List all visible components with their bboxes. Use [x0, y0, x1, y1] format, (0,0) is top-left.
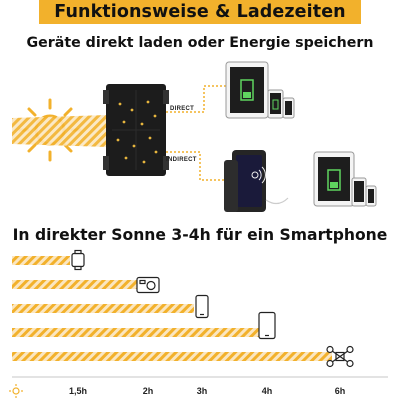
direct-label: DIRECT	[170, 106, 195, 112]
action-camera-icon	[136, 276, 160, 294]
charging-bar-4	[12, 352, 332, 361]
smartphone-icon	[195, 294, 209, 319]
solar-panel-icon	[103, 84, 169, 176]
small-sun-icon	[9, 384, 23, 398]
smartphone-small-icon	[282, 97, 295, 119]
charging-heading: In direkter Sonne 3-4h für ein Smartphon…	[12, 226, 388, 244]
axis-tick-label: 6h	[334, 386, 346, 396]
smartwatch-icon	[71, 249, 85, 271]
smartphone-3-icon	[351, 177, 367, 207]
charging-bar-2	[12, 304, 194, 313]
indirect-label: INDIRECT	[166, 157, 197, 163]
power-bank-icon	[224, 150, 289, 212]
smartphone-icon	[267, 89, 284, 119]
charging-bar-1	[12, 280, 140, 289]
indirect-cable	[166, 151, 226, 181]
axis-tick-label: 2h	[142, 386, 154, 396]
axis-tick-label: 4h	[261, 386, 273, 396]
charging-chart	[12, 249, 354, 368]
axis-tick-label: 1,5h	[68, 386, 88, 396]
page-title: Funktionsweise & Ladezeiten	[54, 2, 346, 22]
subtitle: Geräte direkt laden oder Energie speiche…	[26, 35, 374, 51]
drone-icon	[326, 345, 354, 368]
charging-bar-0	[12, 256, 70, 265]
tablet-2-icon	[313, 151, 355, 207]
sun-beam	[12, 115, 108, 147]
axis-tick-label: 3h	[196, 386, 208, 396]
title-band: Funktionsweise & Ladezeiten	[39, 0, 361, 24]
smartphone-4-icon	[365, 185, 377, 207]
tablet-icon	[225, 61, 269, 119]
charging-bar-3	[12, 328, 259, 337]
tablet-icon	[258, 311, 276, 340]
